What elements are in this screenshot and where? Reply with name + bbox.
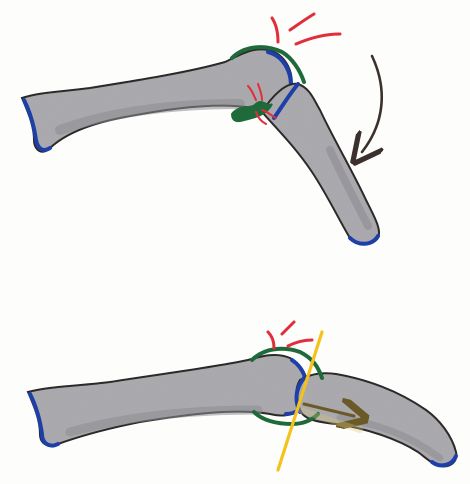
top-panel [22, 14, 382, 244]
proximal-bone-bottom [28, 355, 307, 446]
pain-marks-bottom [268, 322, 312, 348]
bottom-panel [28, 322, 456, 470]
pain-marks-top-upper [272, 14, 340, 44]
proximal-bone-top [22, 49, 292, 151]
distal-bone-top [262, 84, 379, 244]
flexion-arrow [362, 56, 382, 152]
